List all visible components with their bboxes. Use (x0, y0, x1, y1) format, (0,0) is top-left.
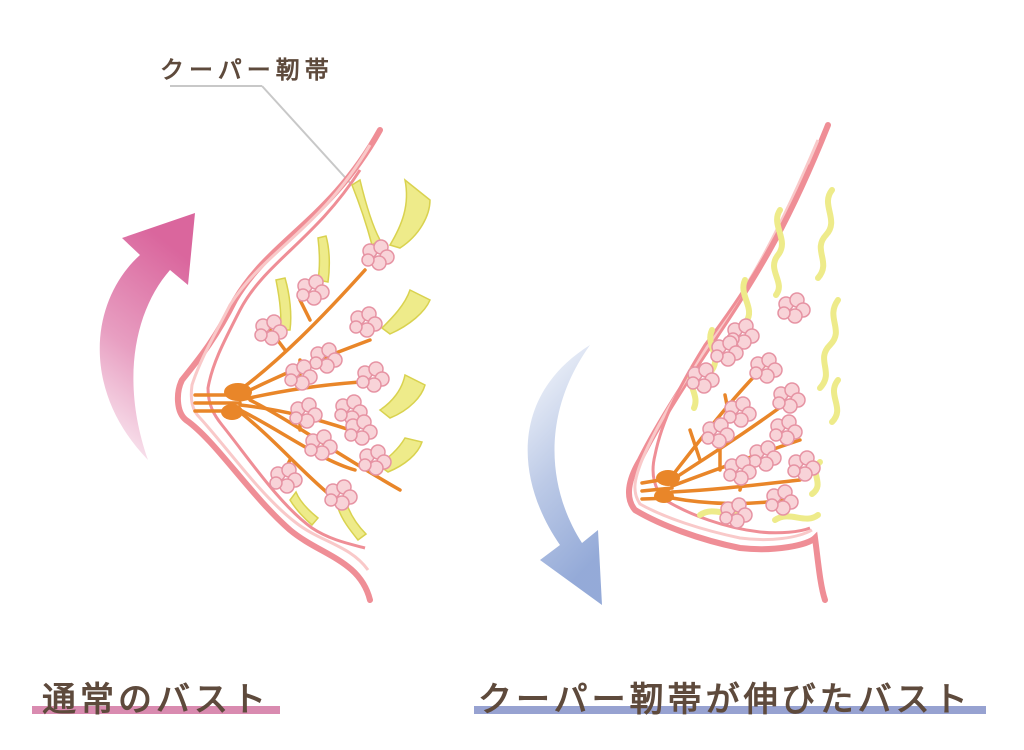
curved-up-arrow-icon (99, 213, 195, 460)
nipple-gland (224, 383, 252, 401)
callout-leader-line (170, 85, 353, 186)
stretched-mammary-lobules (686, 292, 821, 529)
caption-stretched-ligament-bust: クーパー靭帯が伸びたバスト (478, 680, 972, 720)
coopers-ligaments (275, 178, 431, 542)
curved-down-arrow-icon (527, 345, 602, 605)
skin-outline-right (626, 122, 831, 603)
caption-underline-normal (32, 706, 280, 714)
caption-underline-stretched (474, 706, 986, 714)
caption-normal-bust: 通常のバスト (42, 680, 270, 720)
stretched-breast-illustration (626, 122, 841, 603)
normal-breast-illustration (174, 127, 431, 603)
coopers-ligament-callout-label: クーパー靭帯 (160, 56, 334, 84)
skin-outline (174, 127, 383, 603)
